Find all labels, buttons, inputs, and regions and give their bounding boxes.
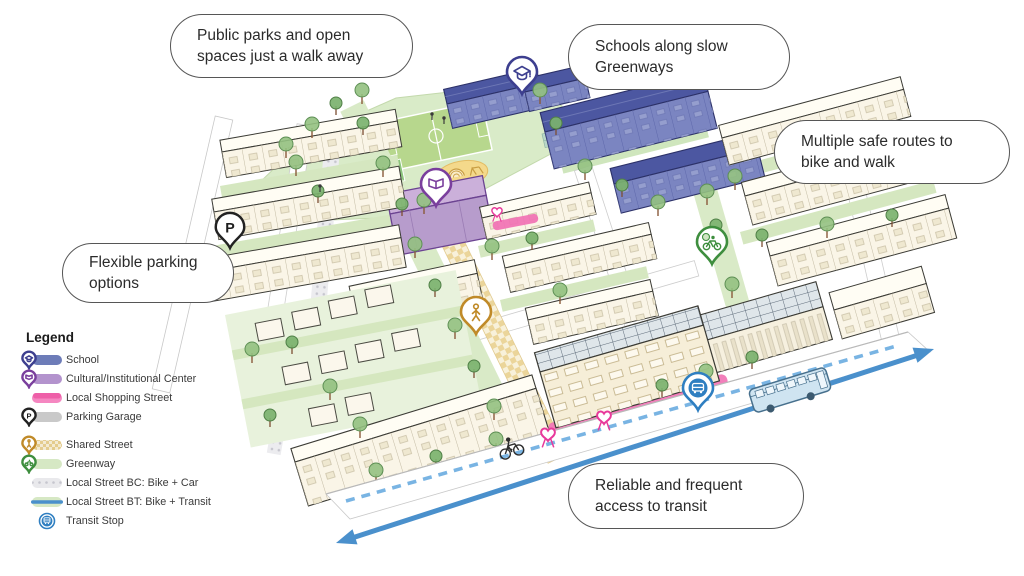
bus-badge-icon [38,512,56,530]
school-buildings [442,64,766,214]
callout-parking: Flexible parking options [62,243,234,303]
book-pin-icon [21,369,62,389]
local-shopping-street-upper [492,213,539,231]
bus-icon [691,382,705,394]
parking-pin-icon: P [21,407,62,427]
bus [748,367,832,413]
shopping-street-building [533,305,728,436]
heart-marker [596,410,612,431]
parking-pin-letter: P [225,220,235,236]
callout-parks: Public parks and open spaces just a walk… [170,14,413,78]
school-pin-icon [21,350,62,370]
map-markers: P [214,55,729,448]
bike-pin-icon [21,454,62,474]
heart-marker [540,427,556,448]
callout-bike-walk: Multiple safe routes to bike and walk [774,120,1010,184]
person-pin-icon [21,435,62,455]
legend: Legend School Cultural/Institutional Cen… [16,330,246,530]
legend-item-local-street-bc: Local Street BC: Bike + Car [16,473,246,492]
cyclist [499,437,525,460]
transit-stop-pin [681,371,715,412]
book-icon [428,178,444,190]
callout-schools: Schools along slow Greenways [568,24,790,90]
heart-marker [491,207,503,222]
legend-item-shopping: Local Shopping Street [16,388,246,407]
legend-item-shared-street: Shared Street [16,435,246,455]
legend-item-school: School [16,350,246,370]
transit-street [325,331,934,545]
bike-icon [701,232,722,251]
townhouse-row [290,374,551,507]
park-figures [318,112,446,192]
commercial-buildings [692,265,936,376]
legend-item-parking: P Parking Garage [16,407,246,427]
legend-item-transit-stop: Transit Stop [16,511,246,530]
greenway-pin [695,225,729,266]
legend-item-cultural: Cultural/Institutional Center [16,369,246,389]
legend-item-greenway: Greenway [16,454,246,474]
callout-transit: Reliable and frequent access to transit [568,463,804,529]
svg-text:P: P [27,411,32,420]
pink-bar-icon [32,393,62,403]
person-icon [471,303,481,322]
heart-markers [491,207,612,448]
shared-street-pin [459,295,493,336]
dotted-bar-icon [32,478,62,488]
parking-pin: P [214,211,246,250]
legend-item-local-street-bt: Local Street BT: Bike + Transit [16,492,246,511]
transit-bar-icon [31,497,63,507]
graduation-cap-icon [513,65,531,81]
cultural-pin [419,167,453,208]
legend-title: Legend [26,330,75,345]
school-pin [505,55,539,96]
housing-rows [203,76,958,394]
